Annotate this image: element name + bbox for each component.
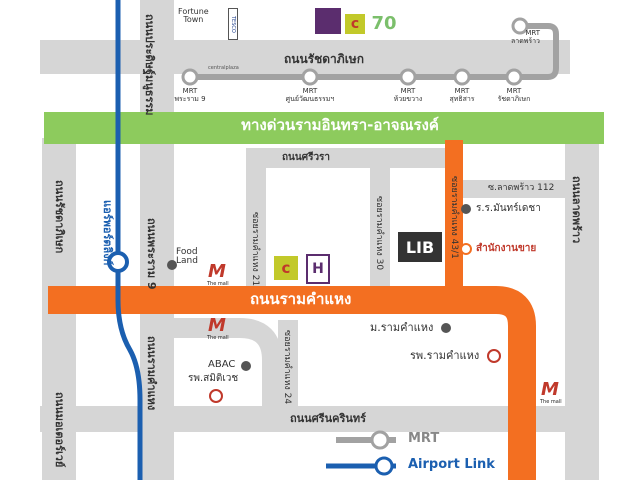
university-marker [441,323,451,333]
airport-link-station [107,251,129,273]
label-mrt-cultural-centre: MRT ศูนย์วัฒนธรรมฯ [285,87,335,103]
sales-office-marker [460,243,472,255]
legend-mrt-label: MRT [408,431,440,446]
food-land-marker [167,260,177,270]
poi-markers [167,204,501,403]
label-mrt-lat-phrao: MRT ลาดพร้าว [510,29,540,45]
lib-logo: LIB [398,232,442,262]
hospital-marker [487,349,501,363]
label-ratchada-left: ถนนรัชดาภิเษก [53,180,66,254]
legend-airport-link-label: Airport Link [408,457,495,472]
the-mall-logo-3: M [541,378,559,400]
label-the-mall-1: The mall [207,281,229,287]
the-mall-logo-1: M [208,260,226,282]
label-expressway: ทางด่วนรามอินทรา-อาจณรงค์ [241,116,439,134]
road-soi-21 [246,148,266,288]
airport-link-line [115,0,143,480]
label-ramkhamhaeng-hospital: รพ.รามคำแหง [410,349,480,362]
label-abac: ABAC [208,359,236,370]
label-food-land: Food Land [176,247,198,266]
mrt-station-sutthisan [453,68,471,86]
mrt-station-cultural-centre [301,68,319,86]
label-soi-30: ซอยรามคำแหง 30 [374,196,384,271]
label-the-mall-3: The mall [540,399,562,405]
label-lat-phrao: ถนนลาดพร้าว [570,176,583,244]
road-left-vertical-2 [140,0,174,480]
label-motorway: ถนนมอเตอร์เวย์ [53,392,66,468]
label-ramkhamhaeng-university: ม.รามคำแหง [370,321,434,334]
tesco-logo: TESCO [228,8,238,40]
label-ratchadaphisek: ถนนรัชดาภิเษก [284,52,364,66]
road-lat-phrao-112 [460,180,570,198]
mrt-station-lat-phrao [511,17,529,35]
mrt-line [188,23,559,80]
road-lat-phrao [565,138,599,480]
big-c-logo: c [274,256,298,280]
mrt-stations [181,17,529,86]
mrt-station-rama9 [181,68,199,86]
label-srinakarin: ถนนศรีนครินทร์ [290,412,367,425]
label-mrt-rama9: MRT พระราม 9 [174,87,206,103]
label-mrt-ratchadaphisek: MRT รัชดาภิเษก [497,87,531,103]
road-sriwara [250,148,450,168]
mrt-station-ratchadaphisek [505,68,523,86]
road-abac-curve [160,318,282,406]
road-soi-24 [278,320,298,430]
label-rama-9-road: ถนนพระราม 9 [145,218,158,290]
label-lat-phrao-112: ซ.ลาดพร้าว 112 [488,183,555,193]
label-mrt-huai-khwang: MRT ห้วยขวาง [393,87,423,103]
label-soi-43-1: ซอยรามคำแหง 43/1 [449,176,459,259]
legend-lines [326,430,396,476]
legend-airport-dot [374,456,394,476]
label-the-mall-2: The mall [207,335,229,341]
expressway-band [44,112,604,144]
h-logo-text: H [312,261,324,277]
school-marker [461,204,471,214]
label-samitivej: รพ.สมิติเวช [188,373,239,384]
orange-roads [48,140,536,480]
label-ramintra-school: ร.ร.มันทร์เดชา [476,203,541,214]
mrt-station-huai-khwang [399,68,417,86]
label-central-plaza: centralplaza [208,65,239,71]
road-soi-43-1 [445,140,463,290]
label-soi-24: ซอยรามคำแหง 24 [282,330,292,405]
label-fortune-town: Fortune Town [178,7,209,24]
seventy-logo: 70 [371,12,397,34]
legend-mrt-dot [370,430,390,450]
road-ramkhamhaeng [48,286,536,480]
brand-logo-purple [315,8,341,34]
big-c-logo-top: c [345,14,365,34]
samitivej-marker [209,389,223,403]
grey-roads [40,0,599,480]
h-logo: H [306,254,330,284]
road-ratchadaphisek [40,40,570,74]
label-soi-21: ซอยรามคำแหง 21 [250,212,260,287]
label-ramkhamhaeng-left: ถนนรามคำแหง [145,336,158,411]
label-sales-office: สำนักงานขาย [476,243,537,254]
abac-marker [241,361,251,371]
label-airport-line: แอร์พอร์ตลิงก์ [101,200,114,266]
label-pradit-manutham: ถนนประดิษฐ์มนูธรรม [143,14,156,116]
label-ramkhamhaeng: ถนนรามคำแหง [250,290,352,308]
label-sriwara: ถนนศรีวรา [282,152,331,163]
the-mall-logo-2: M [208,314,226,336]
label-mrt-sutthisan: MRT สุทธิสาร [449,87,475,103]
road-srinakarin [40,406,565,432]
road-soi-30 [370,148,390,288]
lib-logo-text: LIB [405,237,435,257]
tesco-logo-text: TESCO [230,15,236,33]
